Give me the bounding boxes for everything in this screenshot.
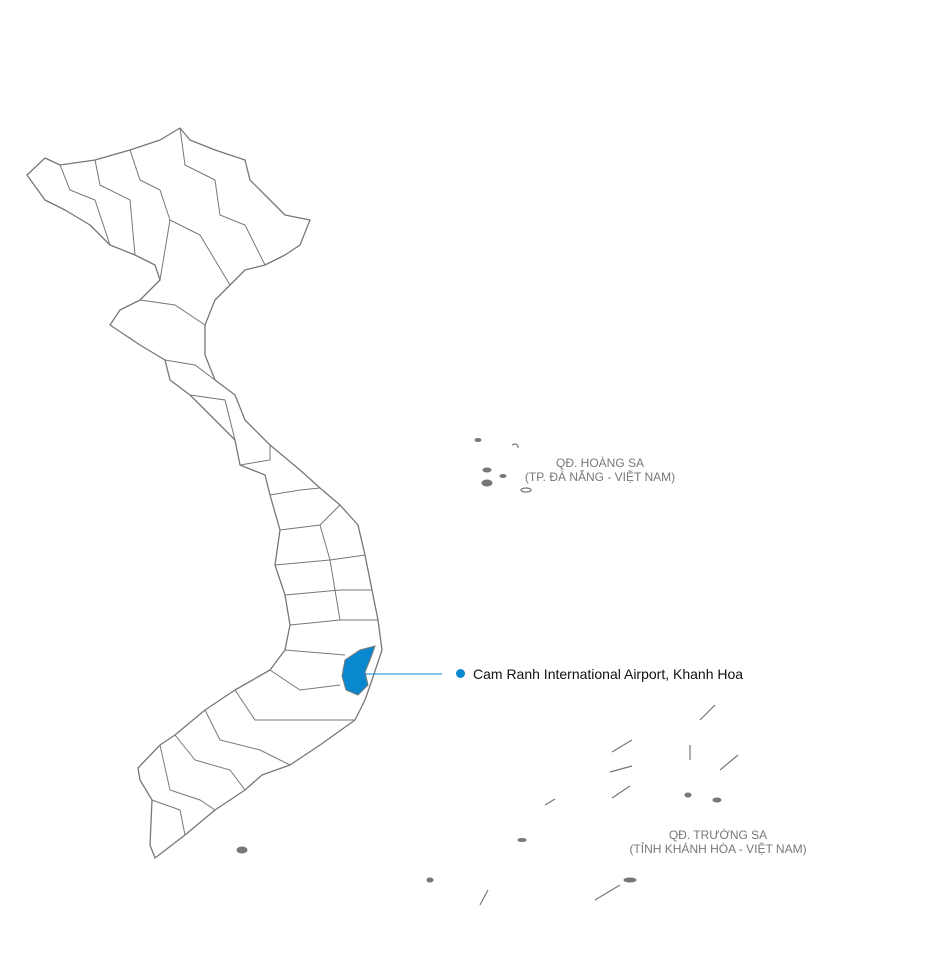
truong-sa-sub: (TỈNH KHÁNH HÒA - VIỆT NAM): [629, 842, 807, 856]
vietnam-outline: [26, 127, 383, 859]
hoang-sa-name: QĐ. HOÀNG SA: [555, 456, 644, 470]
location-dot-icon[interactable]: [456, 669, 465, 678]
truong-sa-name: QĐ. TRƯỜNG SA: [668, 828, 768, 842]
khanh-hoa-province[interactable]: [341, 645, 376, 696]
hoang-sa-label: QĐ. HOÀNG SA (TP. ĐÀ NẴNG - VIỆT NAM): [500, 456, 700, 484]
hoang-sa-sub: (TP. ĐÀ NẴNG - VIỆT NAM): [524, 470, 676, 484]
truong-sa-label: QĐ. TRƯỜNG SA (TỈNH KHÁNH HÒA - VIỆT NAM…: [608, 828, 828, 856]
airport-callout-label[interactable]: Cam Ranh International Airport, Khanh Ho…: [473, 666, 744, 682]
islands: [236, 438, 739, 906]
province-borders: [59, 127, 378, 836]
